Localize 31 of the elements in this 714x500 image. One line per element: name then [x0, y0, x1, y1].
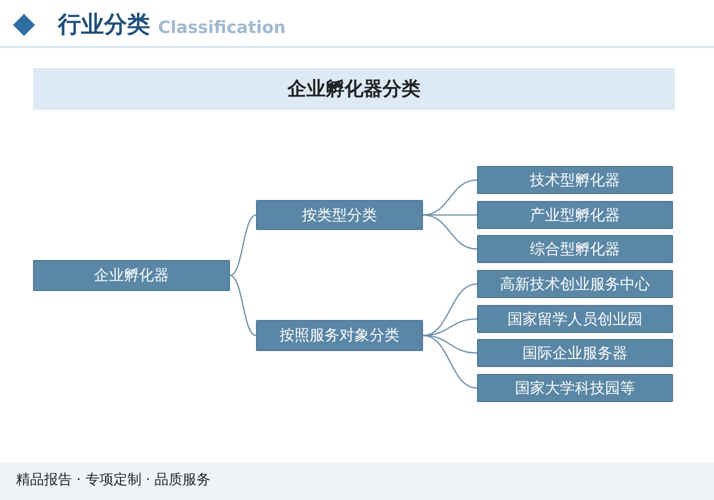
node-text: 国家大学科技园等 [515, 378, 635, 398]
connector-line [230, 274, 256, 336]
title-bar: 企业孵化器分类 [33, 68, 675, 110]
category-box [477, 270, 673, 298]
node-text: 国家留学人员创业园 [508, 310, 642, 328]
connector-line [422, 334, 478, 389]
category-box [477, 235, 673, 263]
connector-line [422, 318, 478, 336]
connector-line [422, 179, 478, 216]
section-heading: 行业分类 [58, 11, 150, 40]
node-text: 技术型孵化器 [530, 170, 620, 190]
connector-line [230, 214, 256, 276]
node-text: 综合型孵化器 [530, 240, 620, 258]
category-box [477, 305, 673, 333]
node-text: 企业孵化器 [94, 266, 169, 285]
category-box [477, 166, 673, 194]
category-box [256, 320, 423, 351]
node-text: 国际企业服务器 [522, 344, 628, 362]
connector-line [422, 214, 478, 250]
slogan: 精品报告 · 专项定制 · 品质服务 [16, 471, 211, 489]
category-box [33, 260, 230, 291]
category-box [256, 200, 423, 230]
node-text: 高新技术创业服务中心 [500, 274, 650, 294]
category-box [477, 374, 673, 402]
node-text: 按类型分类 [302, 206, 377, 224]
connector-line [422, 283, 478, 336]
category-box [477, 201, 673, 229]
section-subheading: Classification [158, 18, 286, 38]
node-text: 按照服务对象分类 [280, 326, 400, 345]
node-text: 产业型孵化器 [530, 206, 620, 224]
category-box [477, 339, 673, 367]
